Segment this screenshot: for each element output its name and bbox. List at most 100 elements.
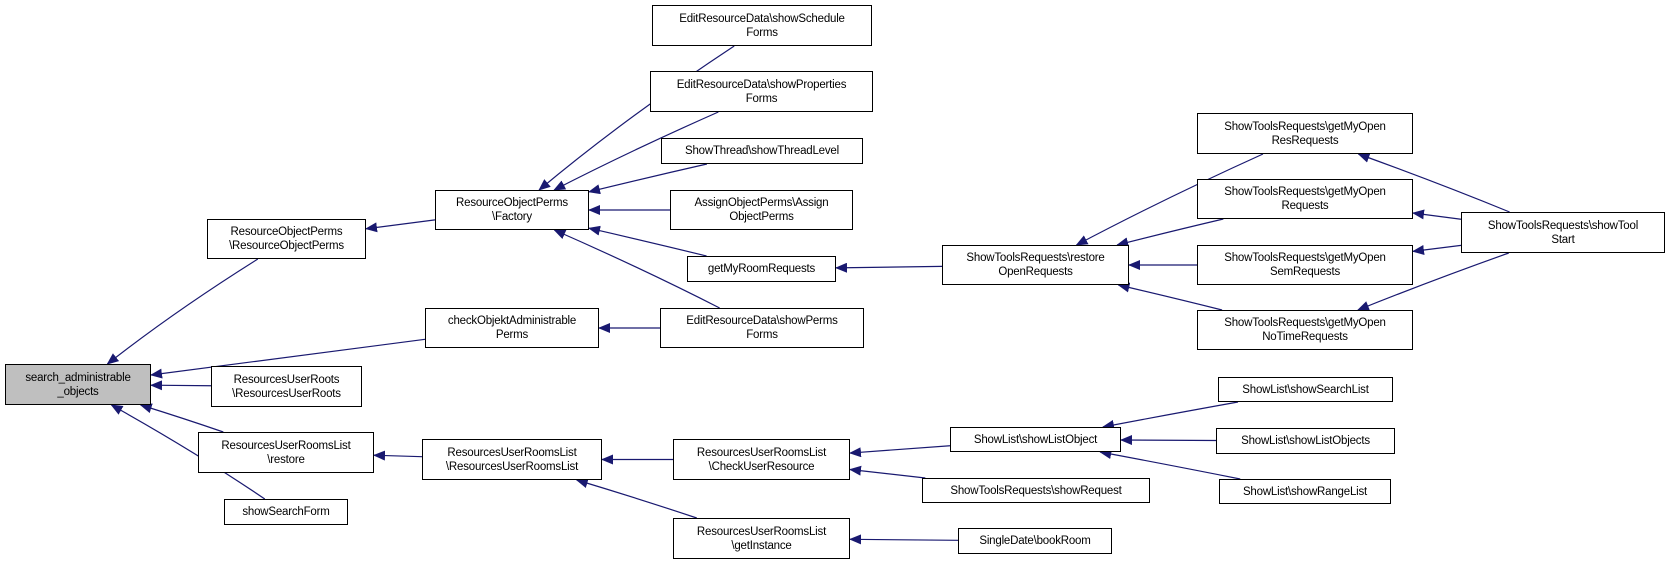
edge-factory-to-rop-rop — [365, 219, 436, 233]
node-gmrr[interactable]: getMyRoomRequests — [687, 256, 836, 282]
node-label-line: SingleDate\bookRoom — [979, 535, 1091, 547]
node-range-list[interactable]: ShowList\showRangeList — [1219, 479, 1391, 504]
edge-thread-to-factory — [588, 163, 708, 195]
edge-rop-rop-to-search — [106, 258, 259, 365]
node-list-objects[interactable]: ShowList\showListObjects — [1216, 428, 1395, 454]
node-label-line: ShowList\showListObject — [973, 433, 1098, 446]
node-book[interactable]: SingleDate\bookRoom — [958, 528, 1112, 554]
node-label-line: ShowToolsRequests\showRequest — [950, 484, 1122, 497]
node-label-line: OpenRequests — [998, 266, 1073, 278]
node-label-line: SemRequests — [1269, 266, 1341, 278]
node-label-line: Requests — [1281, 200, 1329, 212]
node-label-line: \getInstance — [731, 539, 792, 552]
node-label-line: Perms — [495, 329, 529, 341]
node-label-line: Forms — [746, 26, 778, 39]
edge-check-to-search — [150, 338, 426, 379]
node-label-line: \ResourceObjectPerms — [229, 240, 344, 252]
node-ssf[interactable]: showSearchForm — [224, 499, 348, 525]
node-factory[interactable]: ResourceObjectPerms \Factory — [435, 190, 589, 230]
edge-rop-open-to-gmrr — [835, 262, 943, 273]
edge-list-objects-to-slo — [1120, 435, 1217, 446]
node-label-line: EditResourceData\showProperties — [676, 78, 847, 91]
node-label-line: ShowToolsRequests\getMyOpen — [1224, 317, 1386, 329]
edge-rurl-to-restore — [373, 450, 423, 461]
node-label-line: search_administrable — [25, 371, 131, 384]
node-label-line: ShowToolsRequests\getMyOpen — [1224, 252, 1386, 264]
node-label-line: ShowToolsRequests\showTool — [1487, 219, 1639, 232]
node-slo[interactable]: ShowList\showListObject — [950, 427, 1121, 452]
node-label-line: ResRequests — [1271, 134, 1339, 147]
node-label-line: \ResourcesUserRoomsList — [445, 460, 579, 473]
node-search: search_administrable_objects — [5, 364, 151, 405]
edge-sreq-to-cur — [849, 465, 926, 479]
node-search-list[interactable]: ShowList\showSearchList — [1218, 377, 1393, 402]
node-label-line: _objects — [57, 385, 99, 398]
node-label-line: ResourcesUserRoomsList — [696, 525, 827, 538]
edge-gmrr-to-factory — [588, 225, 707, 257]
node-label-line: \Factory — [492, 211, 532, 223]
edge-tool-start-to-sem — [1412, 244, 1462, 255]
edge-tool-start-to-req — [1412, 209, 1462, 220]
edge-tool-start-to-notime — [1356, 252, 1509, 311]
edge-slo-to-cur — [849, 445, 951, 458]
edge-search-list-to-slo — [1102, 401, 1239, 430]
node-rurl[interactable]: ResourcesUserRoomsList\ResourcesUserRoom… — [422, 439, 602, 480]
node-label-line: ResourcesUserRoomsList — [447, 446, 577, 459]
edge-inst-to-rurl — [575, 478, 697, 519]
node-label-line: ShowList\showListObjects — [1241, 435, 1370, 447]
node-label-line: ResourceObjectPerms — [230, 226, 343, 238]
edge-req-to-rop-open — [1116, 218, 1224, 248]
node-label-line: Start — [1551, 233, 1575, 246]
edge-notime-to-rop-open — [1117, 282, 1223, 311]
node-label-line: ShowToolsRequests\getMyOpen — [1224, 186, 1386, 198]
node-label-line: showSearchForm — [242, 506, 330, 518]
node-label-line: getMyRoomRequests — [707, 263, 816, 275]
node-label-line: \ResourcesUserRoots — [232, 387, 341, 400]
node-label-line: EditResourceData\showPerms — [686, 315, 838, 327]
node-cur[interactable]: ResourcesUserRoomsList\CheckUserResource — [673, 439, 850, 480]
edge-props-to-factory — [553, 111, 719, 191]
edge-tool-start-to-resreq — [1357, 153, 1510, 213]
edge-restore-to-search — [139, 403, 224, 433]
node-label-line: ShowList\showRangeList — [1242, 485, 1368, 498]
node-label-line: NoTimeRequests — [1262, 331, 1348, 343]
edge-perms-to-factory — [553, 229, 720, 309]
node-label-line: ShowToolsRequests\restore — [966, 252, 1105, 264]
node-sreq[interactable]: ShowToolsRequests\showRequest — [922, 478, 1150, 503]
node-label-line: Forms — [746, 329, 778, 341]
node-label-line: \restore — [267, 453, 305, 466]
node-restore[interactable]: ResourcesUserRoomsList\restore — [198, 432, 374, 473]
edge-book-to-inst — [849, 534, 959, 545]
node-label-line: ResourcesUserRoomsList — [696, 446, 827, 459]
node-label-line: ResourcesUserRoots — [233, 373, 340, 386]
edge-resreq-to-rop-open — [1075, 153, 1264, 246]
node-label-line: Forms — [745, 92, 778, 105]
node-rop-rop[interactable]: ResourceObjectPerms \ResourceObjectPerms — [207, 219, 366, 259]
node-label-line: ObjectPerms — [729, 211, 794, 223]
node-label-line: ShowList\showSearchList — [1242, 383, 1369, 396]
node-label-line: ResourceObjectPerms — [456, 197, 568, 209]
node-inst[interactable]: ResourcesUserRoomsList\getInstance — [673, 518, 850, 559]
node-label-line: EditResourceData\showSchedule — [679, 12, 845, 25]
edge-ssf-to-search — [110, 404, 266, 500]
node-label-line: ResourcesUserRoomsList — [221, 439, 351, 452]
node-label-line: ShowToolsRequests\getMyOpen — [1224, 120, 1386, 133]
node-thread[interactable]: ShowThread\showThreadLevel — [661, 138, 863, 164]
node-rur[interactable]: ResourcesUserRoots\ResourcesUserRoots — [211, 366, 362, 407]
edge-sched-to-factory — [538, 45, 735, 191]
node-label-line: ShowThread\showThreadLevel — [685, 145, 839, 157]
node-label-line: \CheckUserResource — [708, 460, 815, 473]
